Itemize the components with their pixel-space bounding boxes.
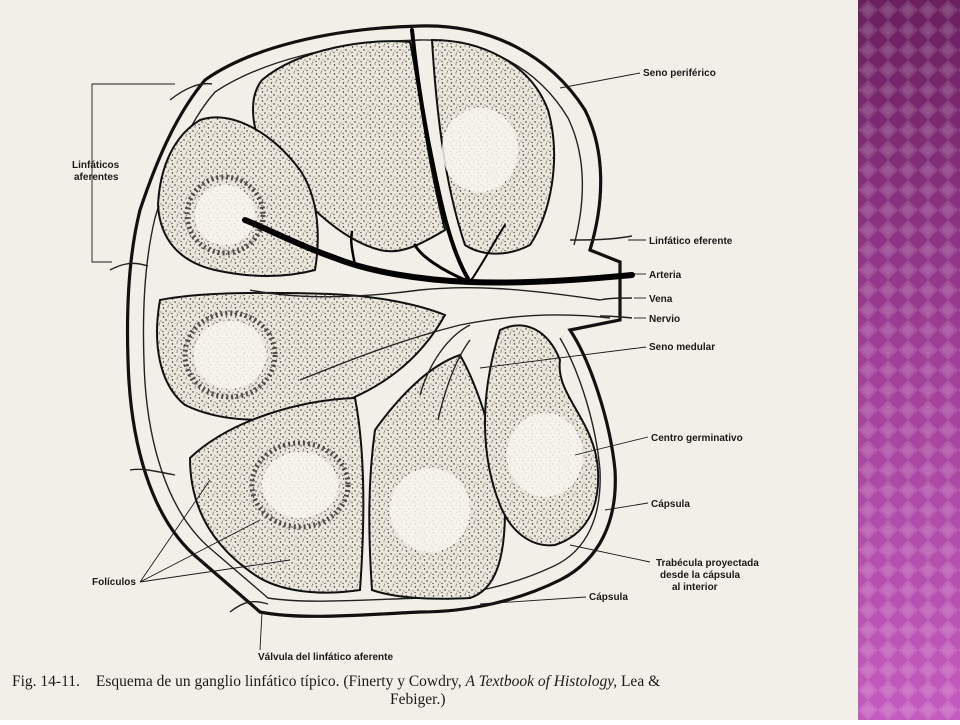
label-nervio: Nervio <box>649 314 680 325</box>
figure-caption-line1: Fig. 14-11.Esquema de un ganglio linfáti… <box>12 673 660 690</box>
label-linfatico-eferente: Linfático eferente <box>649 236 733 247</box>
label-vena: Vena <box>649 294 673 305</box>
vein <box>599 297 633 301</box>
outer-capsule <box>125 24 622 618</box>
label-trabecula-1: Trabécula proyectada <box>656 558 759 569</box>
label-valvula: Válvula del linfático aferente <box>258 652 393 663</box>
diamond-pattern <box>858 0 960 720</box>
decorative-side-panel <box>858 0 960 720</box>
label-seno-medular: Seno medular <box>649 342 715 353</box>
artery <box>242 217 635 286</box>
label-capsula-2: Cápsula <box>589 592 628 603</box>
label-linfaticos-1: Linfáticos <box>72 160 120 171</box>
lymph-node-diagram: Seno periférico Linfáticos aferentes Lin… <box>12 24 759 708</box>
label-capsula-1: Cápsula <box>651 499 690 510</box>
germinal-center-2 <box>184 174 266 256</box>
label-arteria: Arteria <box>649 270 682 281</box>
efferent-lymphatic <box>569 235 633 241</box>
germinal-center-1 <box>442 108 518 192</box>
germinal-center-5 <box>390 468 470 552</box>
figure-panel: Seno periférico Linfáticos aferentes Lin… <box>0 0 858 720</box>
label-trabecula-2: desde la cápsula <box>660 570 740 581</box>
label-centro-germinativo: Centro germinativo <box>651 433 743 444</box>
nerve <box>599 315 633 319</box>
hilar-trabecula <box>249 286 601 301</box>
label-seno-periferico: Seno periférico <box>643 68 716 79</box>
germinal-center-3 <box>182 310 278 400</box>
germinal-center-6 <box>507 413 583 497</box>
label-trabecula-3: al interior <box>672 582 718 593</box>
germinal-center-4 <box>249 440 351 530</box>
label-foliculos: Folículos <box>92 577 136 588</box>
figure-caption-line2: Febiger.) <box>390 691 446 708</box>
label-linfaticos-2: aferentes <box>74 172 119 183</box>
